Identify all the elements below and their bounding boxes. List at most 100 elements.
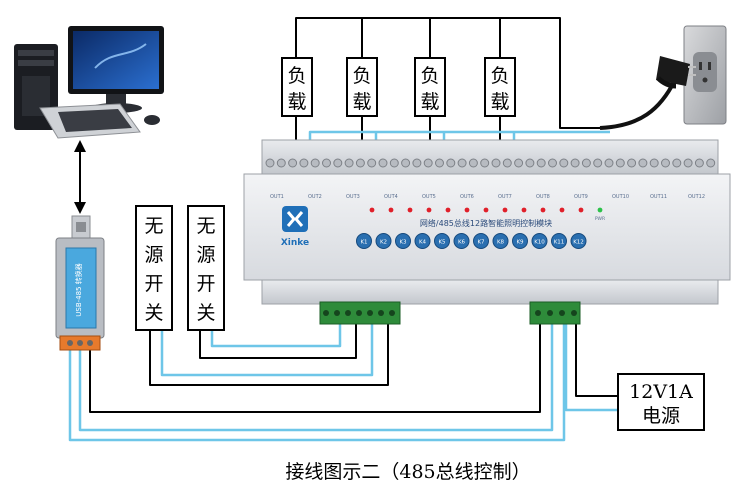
power-supply-label: 电源 <box>642 405 680 427</box>
wire-power-pos <box>564 320 618 412</box>
terminal-screw <box>571 310 577 316</box>
logo-text: Xinke <box>281 238 309 248</box>
terminal-screw <box>378 310 384 316</box>
terminal-screw <box>649 158 659 168</box>
key-button <box>356 233 372 249</box>
key-button <box>395 233 411 249</box>
terminal-screw <box>446 158 456 168</box>
xinke-logo: Xinke <box>281 206 309 248</box>
terminal-screw <box>491 158 501 168</box>
terminal-screw <box>661 158 670 168</box>
terminal-screw <box>367 158 377 168</box>
key-label: K4 <box>419 240 427 246</box>
load-box: 负 载 <box>484 57 516 117</box>
caption: 接线图示二（485总线控制） <box>285 461 530 483</box>
wire-485-c <box>68 320 566 442</box>
svg-text:开: 开 <box>196 273 215 295</box>
svg-text:无: 无 <box>196 215 215 237</box>
terminal-screw <box>345 310 351 316</box>
terminal-screw <box>423 158 433 168</box>
status-led <box>445 207 451 213</box>
wire-load-bus <box>295 17 600 129</box>
terminal-screw <box>322 158 331 168</box>
out-label: OUT7 <box>498 194 512 200</box>
key-label: K7 <box>477 240 485 246</box>
terminal-screw <box>548 158 557 168</box>
wire-485-b <box>78 320 554 432</box>
status-led <box>559 207 565 213</box>
out-label: OUT9 <box>574 194 588 200</box>
key-label: K8 <box>497 240 505 246</box>
svg-text:载: 载 <box>490 91 509 113</box>
wall-outlet <box>683 25 727 125</box>
status-led <box>483 207 489 213</box>
svg-text:关: 关 <box>196 302 215 324</box>
out-label: OUT2 <box>308 194 322 200</box>
key-label: K12 <box>573 240 584 246</box>
load-box: 负 载 <box>281 57 313 117</box>
top-terminals <box>265 158 716 168</box>
wire-switch-2-b <box>210 320 342 348</box>
converter-label: USB-485 转换器 <box>74 263 83 316</box>
svg-text:无: 无 <box>144 215 163 237</box>
wire-switch-1-a <box>149 320 389 386</box>
usb-485-converter: USB-485 转换器 <box>55 215 105 351</box>
key-button <box>570 233 587 249</box>
key-button <box>531 233 548 249</box>
status-led <box>388 207 394 213</box>
terminal-screw <box>356 310 362 316</box>
terminal-screw <box>581 158 591 168</box>
load-label-bottom: 载 <box>287 91 306 113</box>
key-label: K1 <box>360 240 367 246</box>
key-button <box>414 233 431 249</box>
svg-text:源: 源 <box>196 244 215 266</box>
terminal-screw <box>604 158 614 168</box>
wire-485-a <box>89 320 541 413</box>
svg-text:开: 开 <box>144 273 163 295</box>
terminal-screw <box>593 158 603 168</box>
key-label: K10 <box>534 240 545 246</box>
switch-boxes: 无 源 开 关 无 源 开 关 <box>135 205 225 331</box>
terminal-screw <box>535 310 541 316</box>
terminal-screw <box>468 158 478 168</box>
out-label: OUT6 <box>460 194 474 200</box>
svg-text:负: 负 <box>490 65 509 87</box>
terminal-block-bus-power <box>529 301 581 325</box>
power-led-label: PWR <box>595 216 605 222</box>
key-label: K5 <box>438 240 446 246</box>
key-label: K11 <box>554 240 565 246</box>
computer <box>14 26 164 139</box>
key-label: K2 <box>380 240 387 246</box>
terminal-screw <box>334 310 340 316</box>
key-button <box>512 233 528 249</box>
terminal-screw <box>457 158 467 168</box>
svg-text:负: 负 <box>420 65 439 87</box>
svg-text:关: 关 <box>144 302 163 324</box>
key-button <box>492 233 509 249</box>
svg-text:负: 负 <box>352 65 371 87</box>
load-label-top: 负 <box>287 65 306 87</box>
terminal-screw <box>615 158 625 168</box>
status-led <box>426 207 432 213</box>
terminal-screw <box>435 158 444 168</box>
out-label: OUT11 <box>650 194 667 200</box>
terminal-screw <box>694 158 704 168</box>
terminal-screw <box>559 310 565 316</box>
terminal-screw <box>288 158 298 168</box>
key-label: K9 <box>516 240 524 246</box>
terminal-screw <box>344 158 354 168</box>
terminal-screw <box>502 158 512 168</box>
terminal-screw <box>627 158 637 168</box>
wires <box>68 17 677 442</box>
terminal-screw <box>265 158 275 168</box>
out-label: OUT10 <box>612 194 629 200</box>
terminal-screw <box>683 158 693 168</box>
terminal-screw <box>547 310 553 316</box>
link-arrow-down <box>74 202 86 214</box>
out-label: OUT5 <box>422 194 436 200</box>
terminal-screw <box>514 158 524 168</box>
status-led <box>578 207 584 213</box>
